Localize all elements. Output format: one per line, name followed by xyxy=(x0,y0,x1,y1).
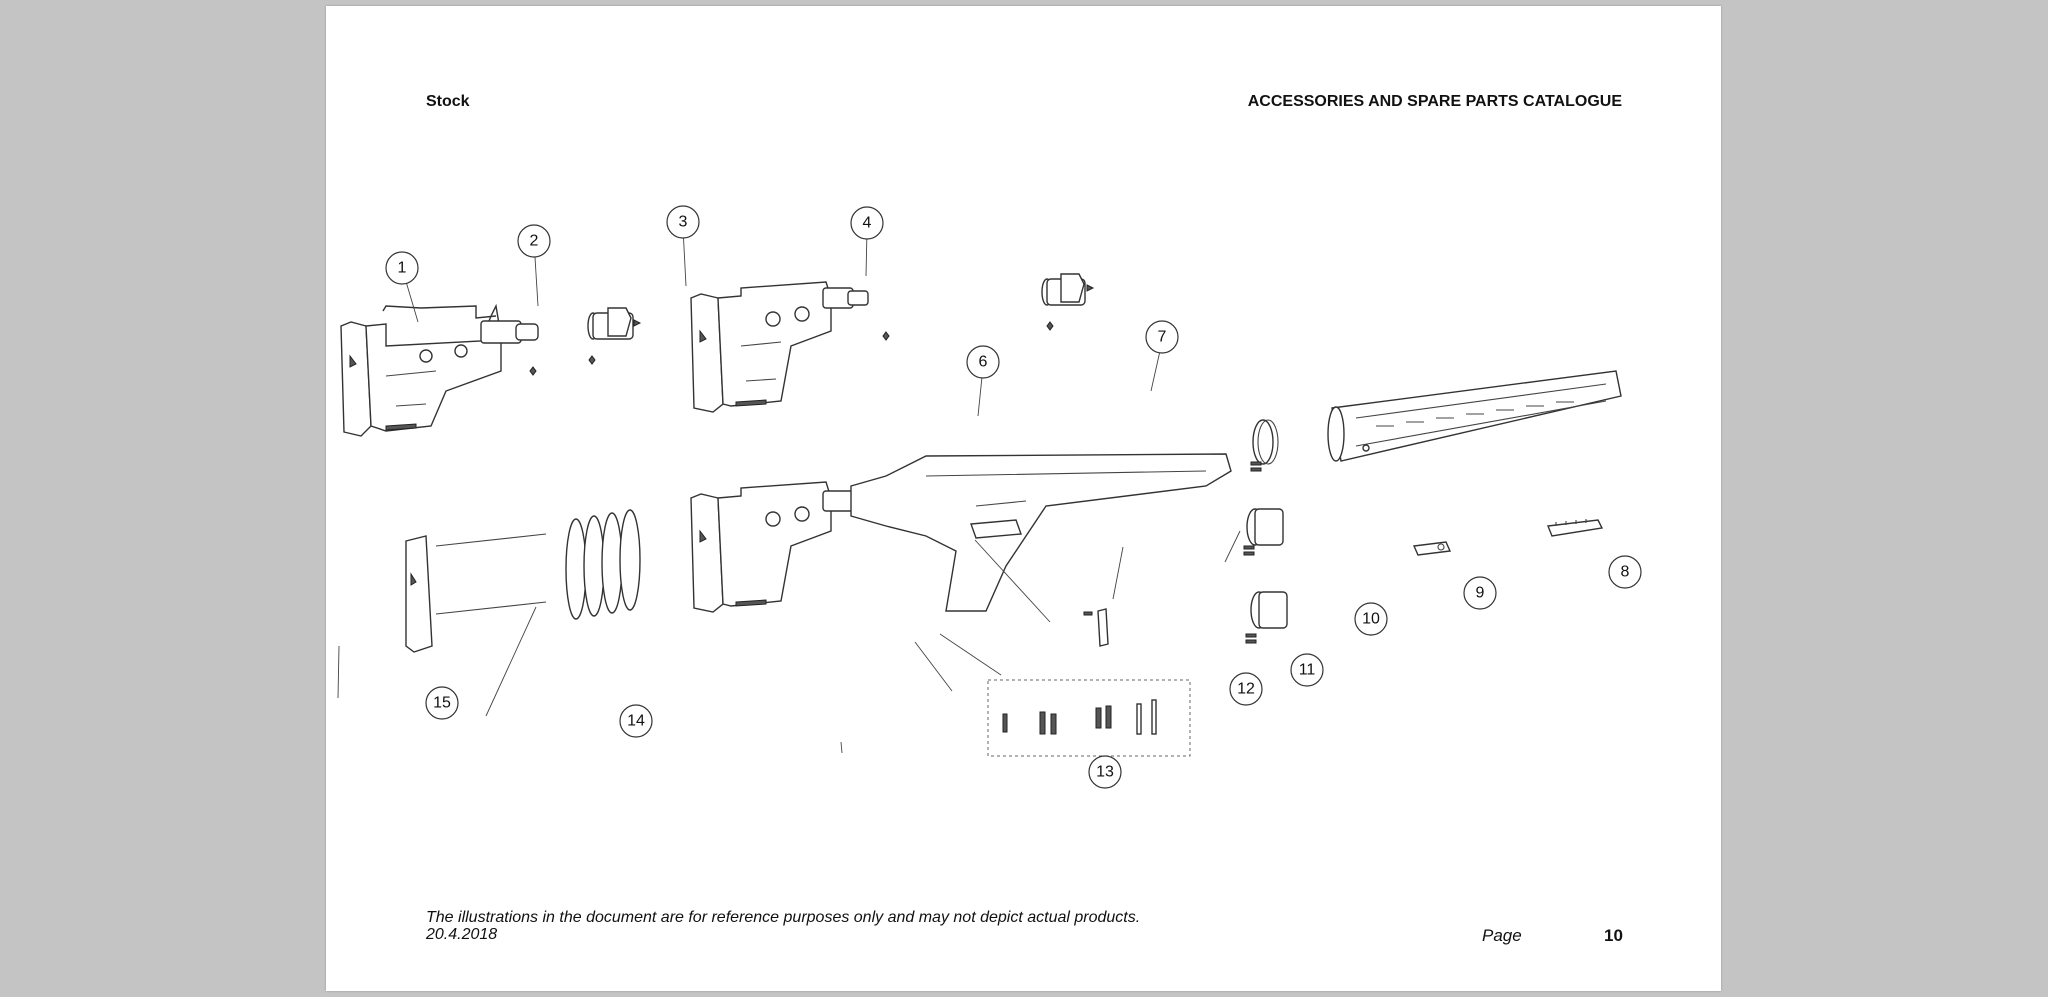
svg-text:14: 14 xyxy=(627,713,645,730)
catalogue-title: ACCESSORIES AND SPARE PARTS CATALOGUE xyxy=(1247,93,1622,110)
part-2-castle-nut xyxy=(587,307,642,365)
part-4-castle-nut xyxy=(1041,273,1095,331)
svg-text:9: 9 xyxy=(1476,585,1485,602)
chassis-assembly xyxy=(690,453,1232,613)
part-6-barrel-nut xyxy=(1250,419,1279,472)
part-1-stock-assembly xyxy=(340,303,539,437)
svg-text:8: 8 xyxy=(1621,564,1630,581)
callout-15: 15 xyxy=(425,686,459,720)
svg-text:15: 15 xyxy=(433,695,451,712)
svg-text:4: 4 xyxy=(863,215,872,232)
callout-8: 8 xyxy=(1608,555,1642,589)
svg-text:10: 10 xyxy=(1362,611,1380,628)
catalogue-page: Stock ACCESSORIES AND SPARE PARTS CATALO… xyxy=(326,6,1721,991)
svg-text:7: 7 xyxy=(1158,329,1167,346)
part-14-spacers xyxy=(435,509,641,620)
part-10-barrel-nut xyxy=(1243,508,1284,556)
page-number: 10 xyxy=(1604,926,1623,945)
callout-7: 7 xyxy=(1145,320,1179,354)
callout-12: 12 xyxy=(1229,672,1263,706)
svg-text:12: 12 xyxy=(1237,681,1255,698)
svg-text:6: 6 xyxy=(979,354,988,371)
part-8-rail-section xyxy=(1547,519,1604,537)
callout-4: 4 xyxy=(850,206,884,240)
part-11-barrel-nut xyxy=(1245,591,1288,644)
disclaimer-text: The illustrations in the document are fo… xyxy=(426,909,1141,926)
section-title: Stock xyxy=(426,93,470,110)
callout-14: 14 xyxy=(619,704,653,738)
part-12-lever xyxy=(1083,608,1109,647)
callout-9: 9 xyxy=(1463,576,1497,610)
svg-text:3: 3 xyxy=(679,214,688,231)
svg-text:13: 13 xyxy=(1096,764,1114,781)
document-date: 20.4.2018 xyxy=(426,926,498,943)
part-9-sling-mount xyxy=(1412,541,1452,556)
page-label: Page xyxy=(1482,926,1522,945)
exploded-parts-diagram: 1 2 3 4 6 7 8 9 10 11 12 13 14 15 xyxy=(337,205,1642,789)
part-7-handguard xyxy=(1327,370,1622,462)
callout-13: 13 xyxy=(1088,755,1122,789)
svg-text:2: 2 xyxy=(530,233,539,250)
part-3-stock-assembly xyxy=(690,281,890,413)
svg-text:11: 11 xyxy=(1299,662,1316,679)
callout-2: 2 xyxy=(517,224,551,258)
callout-11: 11 xyxy=(1290,653,1324,687)
callouts: 1 2 3 4 6 7 8 9 10 11 12 13 14 15 xyxy=(385,205,1642,789)
callout-1: 1 xyxy=(385,251,419,285)
callout-6: 6 xyxy=(966,345,1000,379)
part-13-screw-kit xyxy=(987,679,1191,757)
callout-3: 3 xyxy=(666,205,700,239)
svg-text:1: 1 xyxy=(398,260,407,277)
callout-10: 10 xyxy=(1354,602,1388,636)
part-15-butt-pad xyxy=(405,535,433,653)
